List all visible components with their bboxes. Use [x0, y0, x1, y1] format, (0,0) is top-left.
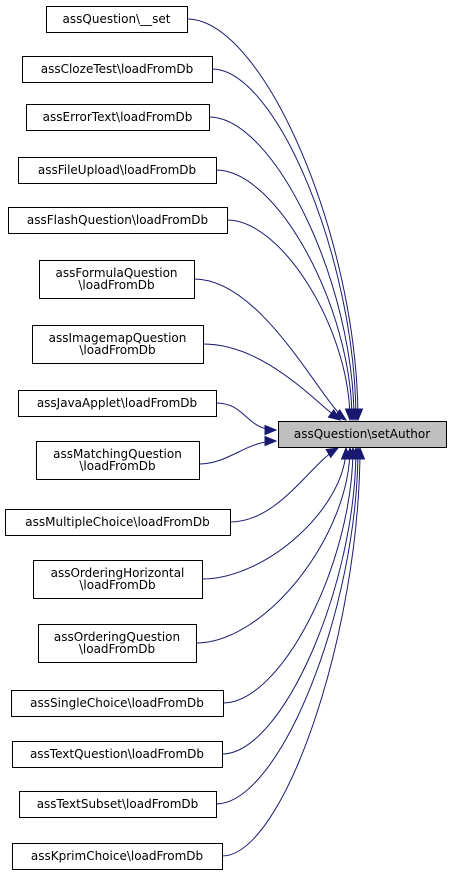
caller-node-c01-label-line-1: assQuestion\__set — [63, 12, 171, 26]
caller-node-c07-label-line-1: assImagemapQuestion — [49, 331, 187, 345]
target-node-setauthor-label-line-1: assQuestion\setAuthor — [294, 427, 430, 441]
edge-c12-to-target — [195, 447, 351, 644]
caller-node-c02[interactable]: assClozeTest\loadFromDb — [22, 56, 213, 83]
caller-node-c04-box — [18, 157, 217, 184]
caller-node-c06-label-line-2: \loadFromDb — [78, 278, 154, 292]
caller-node-c02-box — [22, 56, 213, 83]
edge-c01-to-target — [186, 18, 359, 421]
edge-c04-to-target — [215, 169, 353, 421]
caller-node-c12[interactable]: assOrderingQuestion\loadFromDb — [38, 624, 197, 663]
edges-layer — [186, 18, 366, 857]
caller-node-c03[interactable]: assErrorText\loadFromDb — [26, 104, 210, 131]
edge-c09-to-target — [198, 440, 277, 465]
target-node-setauthor-box — [278, 421, 447, 448]
caller-node-c01-box — [46, 6, 188, 33]
caller-node-c03-label-line-1: assErrorText\loadFromDb — [43, 110, 193, 124]
caller-node-c09[interactable]: assMatchingQuestion\loadFromDb — [36, 441, 200, 480]
caller-node-c01[interactable]: assQuestion\__set — [46, 6, 188, 33]
caller-node-c15-label-line-1: assTextSubset\loadFromDb — [37, 797, 199, 811]
edge-c10-to-target — [229, 447, 339, 523]
caller-node-c07-box — [32, 325, 204, 364]
caller-node-c05[interactable]: assFlashQuestion\loadFromDb — [8, 207, 228, 234]
caller-node-c08-label-line-1: assJavaApplet\loadFromDb — [37, 396, 197, 410]
caller-node-c12-label-line-2: \loadFromDb — [79, 642, 155, 656]
caller-node-c05-box — [8, 207, 228, 234]
caller-node-c12-label-line-1: assOrderingQuestion — [54, 630, 180, 644]
caller-node-c13-box — [11, 690, 224, 717]
caller-node-c09-label-line-1: assMatchingQuestion — [53, 447, 182, 461]
caller-node-c13[interactable]: assSingleChoice\loadFromDb — [11, 690, 224, 717]
nodes-layer: assQuestion\__set assClozeTest\loadFromDb… — [5, 6, 447, 870]
target-node-setauthor[interactable]: assQuestion\setAuthor — [278, 421, 447, 448]
caller-node-c04-label-line-1: assFileUpload\loadFromDb — [38, 163, 196, 177]
caller-node-c02-label-line-1: assClozeTest\loadFromDb — [41, 62, 194, 76]
edge-c05-to-target — [226, 219, 351, 421]
caller-node-c16[interactable]: assKprimChoice\loadFromDb — [12, 843, 223, 870]
edge-c16-to-target — [221, 447, 361, 857]
edge-c02-to-target — [211, 68, 357, 421]
edge-c07-to-target — [202, 343, 341, 421]
caller-node-c08[interactable]: assJavaApplet\loadFromDb — [18, 390, 217, 417]
caller-node-c07-label-line-2: \loadFromDb — [79, 343, 155, 357]
caller-node-c09-label-line-2: \loadFromDb — [79, 459, 155, 473]
arrowhead-c10 — [325, 447, 340, 459]
caller-node-c07[interactable]: assImagemapQuestion\loadFromDb — [32, 325, 204, 364]
edge-c03-to-target — [208, 116, 355, 421]
caller-node-c11[interactable]: assOrderingHorizontal\loadFromDb — [33, 560, 203, 599]
edge-c06-to-target — [193, 278, 347, 421]
arrowhead-c05 — [344, 408, 356, 422]
arrowhead-c07 — [327, 409, 342, 421]
caller-node-c06-label-line-1: assFormulaQuestion — [55, 266, 177, 280]
edge-c15-to-target — [215, 447, 359, 805]
edge-c13-to-target — [222, 447, 354, 704]
caller-node-c05-label-line-1: assFlashQuestion\loadFromDb — [27, 213, 208, 227]
caller-node-c09-box — [36, 441, 200, 480]
arrowhead-c16 — [354, 446, 366, 460]
caller-node-c06-box — [39, 260, 195, 299]
caller-node-c10-box — [5, 509, 231, 536]
caller-node-c11-label-line-1: assOrderingHorizontal — [51, 566, 185, 580]
caller-node-c16-label-line-1: assKprimChoice\loadFromDb — [31, 849, 203, 863]
caller-node-c14-box — [12, 741, 223, 768]
caller-node-c11-label-line-2: \loadFromDb — [79, 578, 155, 592]
caller-node-c16-box — [12, 843, 223, 870]
caller-node-c11-box — [33, 560, 203, 599]
caller-node-c04[interactable]: assFileUpload\loadFromDb — [18, 157, 217, 184]
arrowhead-c09 — [264, 435, 278, 447]
caller-node-c14[interactable]: assTextQuestion\loadFromDb — [12, 741, 223, 768]
caller-node-c15-box — [19, 791, 217, 818]
edge-c11-to-target — [201, 447, 347, 580]
caller-node-c08-box — [18, 390, 217, 417]
caller-node-c03-box — [26, 104, 210, 131]
caller-node-c15[interactable]: assTextSubset\loadFromDb — [19, 791, 217, 818]
caller-node-c13-label-line-1: assSingleChoice\loadFromDb — [30, 696, 204, 710]
arrowhead-c08 — [264, 424, 278, 436]
caller-node-c10[interactable]: assMultipleChoice\loadFromDb — [5, 509, 231, 536]
edge-c14-to-target — [221, 447, 357, 755]
caller-node-c14-label-line-1: assTextQuestion\loadFromDb — [30, 747, 204, 761]
caller-node-c12-box — [38, 624, 197, 663]
caller-node-c06[interactable]: assFormulaQuestion\loadFromDb — [39, 260, 195, 299]
caller-node-c10-label-line-1: assMultipleChoice\loadFromDb — [25, 515, 209, 529]
